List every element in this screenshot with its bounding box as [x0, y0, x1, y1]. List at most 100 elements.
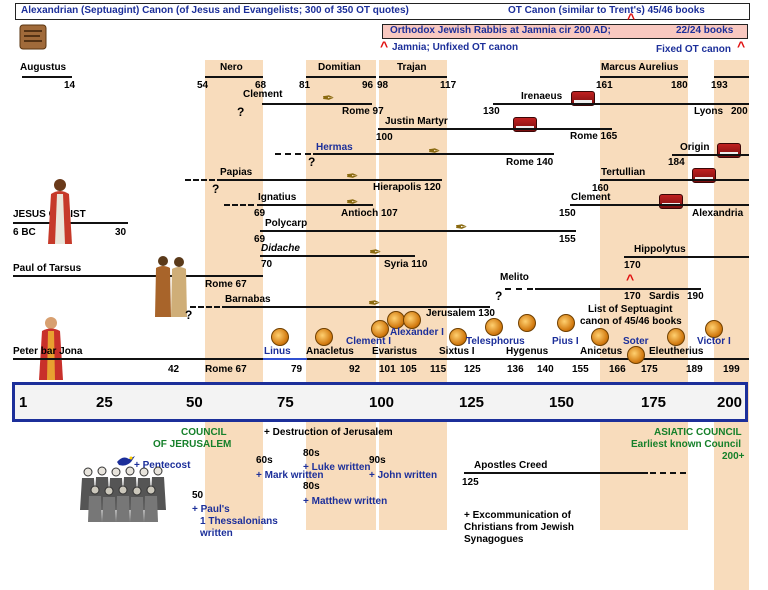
thessalonians-line3: written [200, 528, 233, 539]
melito-timeline [535, 288, 701, 290]
quill-icon: ✒ [455, 219, 468, 236]
thessalonians-line1: + Paul's [192, 504, 230, 515]
domitian-timeline [306, 76, 376, 78]
marcus-aurelius-era-band [600, 60, 688, 530]
orthodox-rabbis-label: Orthodox Jewish Rabbis at Jamnia cir 200… [390, 25, 611, 36]
nero-timeline [205, 76, 263, 78]
pope-medallion-icon [667, 328, 685, 346]
matthew-year: 80s [303, 481, 320, 492]
pope-evaristus-year: 115 [430, 364, 447, 375]
justin-martyr-timeline [378, 128, 612, 130]
mark-year: 60s [256, 455, 273, 466]
domitian-start: 81 [299, 80, 311, 91]
nero-era-band [205, 60, 263, 530]
alexandrian-canon-label: Alexandrian (Septuagint) Canon (of Jesus… [21, 5, 409, 16]
pope-medallion-icon [591, 328, 609, 346]
excommunication-line1: + Excommunication of [464, 510, 571, 521]
quill-icon: ✒ [368, 295, 381, 312]
origin-start: 184 [668, 157, 685, 168]
emperor-marcus-aurelius: Marcus Aurelius [601, 62, 679, 73]
ignatius-place: Antioch 107 [341, 208, 398, 219]
melito-label: Melito [500, 272, 529, 283]
axis-tick-75: 75 [277, 394, 294, 411]
asiatic-council-line1: ASIATIC COUNCIL [654, 427, 742, 438]
pope-anicetus: Anicetus [580, 346, 623, 357]
ot-canon-label: OT Canon (similar to Trent's) 45/46 book… [508, 5, 705, 16]
paul-timeline [13, 275, 263, 277]
axis-tick-200: 200 [717, 394, 743, 411]
john-written-label: + John written [369, 470, 438, 481]
didache-place: Syria 110 [384, 259, 428, 270]
trajan-start: 98 [377, 80, 389, 91]
polycarp-end: 155 [559, 234, 576, 245]
paul-place: Rome 67 [205, 279, 247, 290]
council-jerusalem-line2: OF JERUSALEM [153, 439, 232, 450]
peter-place: Rome 67 [205, 364, 247, 375]
didache-label: Didache [261, 243, 300, 254]
pope-clement-i-year: 101 [379, 364, 396, 375]
orthodox-rabbis-box [382, 24, 748, 39]
axis-tick-100: 100 [369, 394, 395, 411]
irenaeus-timeline [493, 103, 749, 105]
pope-victor-i-year: 199 [723, 364, 740, 375]
nero-end: 68 [255, 80, 267, 91]
ignatius-timeline [257, 204, 373, 206]
axis-tick-175: 175 [641, 394, 667, 411]
septuagint-list-line2: canon of 45/46 books [580, 316, 682, 327]
pope-linus-year: 79 [291, 364, 303, 375]
polycarp-start: 69 [254, 234, 266, 245]
barnabas-timeline [222, 306, 490, 308]
pope-sixtus-i-year: 125 [464, 364, 481, 375]
asiatic-council-line2: Earliest known Council [631, 439, 742, 450]
melito-dashed-line [505, 288, 533, 290]
tertullian-timeline [600, 179, 749, 181]
pope-telesphorus: Telesphorus [466, 336, 525, 347]
justin-martyr-label: Justin Martyr [385, 116, 448, 127]
quill-icon: ✒ [369, 244, 382, 261]
melito-question: ? [495, 289, 503, 303]
caret-marker-fixed: ^ [737, 38, 746, 54]
fixed-ot-canon-label: Fixed OT canon [656, 44, 732, 55]
emperor-nero: Nero [220, 62, 243, 73]
excommunication-line3: Synagogues [464, 534, 524, 545]
papias-question: ? [212, 182, 220, 196]
luke-year: 80s [303, 448, 320, 459]
pope-medallion-icon [518, 314, 536, 332]
trajan-timeline [379, 76, 447, 78]
marcus-aurelius-timeline [600, 76, 688, 78]
pope-anicetus-year: 166 [609, 364, 626, 375]
thessalonians-year: 50 [192, 490, 204, 501]
apostles-group-icon [80, 466, 166, 522]
didache-start: 70 [261, 259, 273, 270]
justin-martyr-start: 100 [376, 132, 393, 143]
jesus-start: 6 BC [13, 227, 36, 238]
trajan-era-band [379, 60, 447, 530]
pope-hygenus-year: 140 [537, 364, 554, 375]
pope-anacletus: Anacletus [306, 346, 354, 357]
apostles-creed-year: 125 [462, 477, 479, 488]
barnabas-dashed-line [190, 306, 220, 308]
caret-marker-trent: ^ [627, 10, 636, 26]
trajan-end: 117 [440, 80, 457, 91]
hermas-question: ? [308, 155, 316, 169]
book-icon [571, 91, 595, 106]
late-emperor-timeline [714, 76, 749, 78]
clement-alexandria-start: 150 [559, 208, 576, 219]
peter-figure-icon [39, 317, 63, 380]
tertullian-start: 160 [592, 183, 609, 194]
council-jerusalem-line1: COUNCIL [181, 427, 227, 438]
quill-icon: ✒ [322, 90, 335, 107]
caret-marker-melito: ^ [626, 271, 635, 287]
didache-timeline [260, 255, 415, 257]
barnabas-label: Barnabas [225, 294, 271, 305]
quill-icon: ✒ [346, 194, 359, 211]
ignatius-label: Ignatius [258, 192, 297, 203]
origin-label: Origin [680, 142, 710, 153]
nero-start: 54 [197, 80, 209, 91]
origin-timeline [672, 154, 749, 156]
papal-succession-line-start [263, 358, 307, 360]
peter-start: 42 [168, 364, 180, 375]
pope-medallion-icon [627, 346, 645, 364]
clement-place: Rome 97 [342, 106, 384, 117]
pope-anacletus-year: 92 [349, 364, 361, 375]
